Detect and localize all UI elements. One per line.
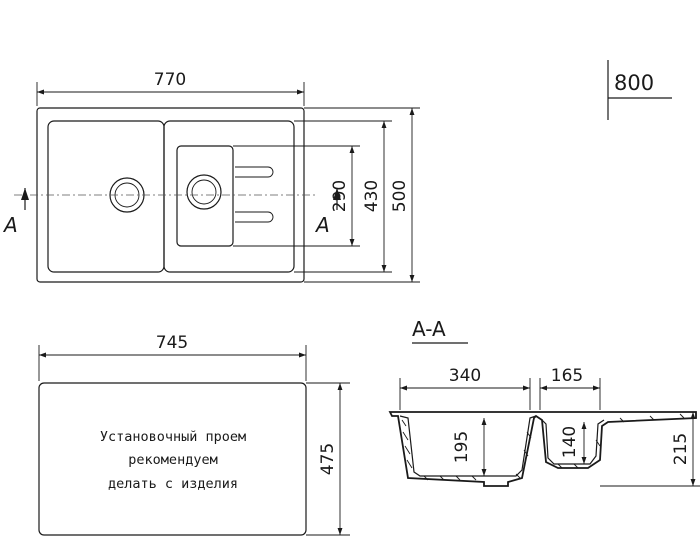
cut-marker-left: A [2, 213, 18, 237]
dim-inner-depth: 430 [362, 180, 382, 212]
cutout-outline [38, 382, 307, 536]
dim-overall-width: 770 [154, 70, 186, 90]
small-drain-inner [191, 179, 217, 205]
dim-cutout-width: 745 [156, 333, 188, 353]
dim-overall-depth: 500 [390, 180, 410, 212]
small-bowl-surround [163, 120, 295, 273]
dim-main-bowl-height: 195 [452, 431, 472, 463]
cutout-view: 745 475 Установочный проем рекомендуем д… [38, 333, 350, 536]
cut-marker-right: A [314, 213, 330, 237]
dim-total-height: 215 [671, 433, 691, 465]
dim-small-bowl-height: 140 [560, 426, 580, 458]
drainer-groove-top [235, 166, 274, 178]
section-title: A-A [412, 317, 446, 341]
cutout-note-line3: делать с изделия [108, 476, 238, 492]
section-profile-inner [399, 415, 605, 477]
cutout-note-line1: Установочный проем [100, 429, 246, 445]
dim-main-bowl-width: 340 [449, 366, 481, 386]
section-profile-outer [388, 411, 697, 487]
dim-cutout-depth: 475 [318, 443, 338, 475]
main-bowl [47, 120, 165, 273]
small-bowl [176, 145, 234, 247]
section-view: A-A 340 [388, 317, 700, 487]
top-view: A A 770 290 430 500 [2, 70, 420, 283]
dim-small-bowl-width: 165 [551, 366, 583, 386]
small-drain [186, 174, 222, 210]
cabinet-size: 800 [607, 60, 672, 120]
drainer-groove-bottom [235, 211, 274, 223]
dim-bowl-depth: 290 [330, 180, 350, 212]
cutout-note-line2: рекомендуем [128, 452, 217, 468]
dim-cabinet-width: 800 [614, 71, 654, 95]
